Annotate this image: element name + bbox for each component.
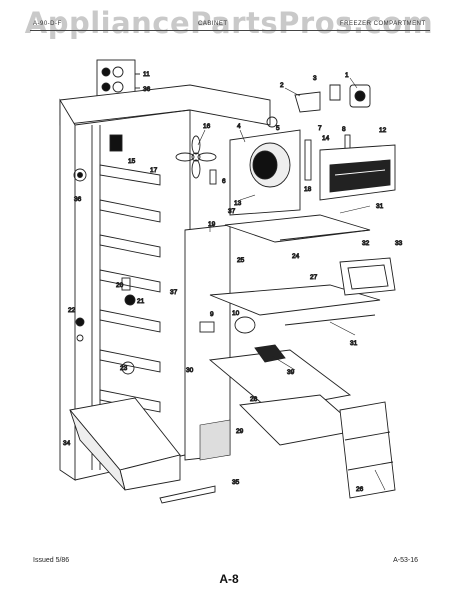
callout-26: 26 — [356, 486, 364, 493]
callout-29: 29 — [236, 428, 244, 435]
callout-25: 25 — [237, 257, 245, 264]
issued-date: Issued 5/86 — [33, 557, 70, 564]
callout-2: 2 — [280, 82, 284, 89]
callout-35: 35 — [232, 479, 240, 486]
inset-parts-box — [96, 59, 140, 99]
header-rule — [30, 30, 430, 31]
callout-24: 24 — [292, 253, 300, 260]
callout-8: 8 — [342, 126, 346, 133]
callout-37-side: 37 — [170, 289, 178, 296]
header-model: A-90-D-F — [33, 21, 62, 27]
callout-32: 32 — [362, 240, 370, 247]
light-bulb — [199, 316, 256, 334]
callout-3: 3 — [313, 75, 317, 82]
callout-36-side: 36 — [74, 196, 82, 203]
callout-16: 16 — [203, 123, 211, 130]
callout-34: 34 — [63, 440, 71, 447]
document-code: A-53-16 — [393, 557, 418, 564]
wire-rack — [339, 401, 396, 499]
callout-5: 5 — [276, 125, 280, 132]
callout-36: 36 — [143, 86, 151, 93]
callout-19: 19 — [208, 221, 216, 228]
freezer-basket — [69, 397, 181, 491]
ice-tray — [254, 344, 286, 363]
callout-17: 17 — [150, 167, 158, 174]
leader-lines — [135, 73, 386, 491]
header-section: CABINET — [198, 21, 228, 27]
callout-27: 27 — [310, 274, 318, 281]
callout-21: 21 — [137, 298, 145, 305]
callout-18: 18 — [304, 186, 312, 193]
watermark-logo: AppliancePartsPros.com — [24, 6, 434, 40]
shelves — [208, 214, 381, 446]
callout-20: 20 — [116, 282, 124, 289]
control-housing — [319, 144, 396, 201]
callout-23: 23 — [120, 365, 128, 372]
callout-10: 10 — [232, 310, 240, 317]
callout-7: 7 — [318, 125, 322, 132]
fan-motor-assembly — [209, 129, 301, 216]
cabinet-liner — [59, 84, 271, 481]
callout-14: 14 — [322, 135, 330, 142]
callout-15: 15 — [128, 158, 136, 165]
side-parts — [73, 134, 136, 375]
rear-panel — [184, 224, 231, 461]
callout-1: 1 — [345, 72, 349, 79]
callout-6: 6 — [222, 178, 226, 185]
callout-12: 12 — [379, 127, 387, 134]
callout-31-top: 31 — [376, 203, 384, 210]
callout-9: 9 — [210, 311, 214, 318]
callout-13: 13 — [234, 200, 242, 207]
drip-tray — [339, 257, 396, 296]
callout-31-bottom: 31 — [350, 340, 358, 347]
rail — [159, 485, 216, 504]
callout-11: 11 — [143, 71, 150, 78]
callout-33: 33 — [395, 240, 403, 247]
callout-37-top: 37 — [228, 208, 236, 215]
callout-22: 22 — [68, 307, 76, 314]
callout-4: 4 — [237, 123, 241, 130]
callout-28: 28 — [250, 396, 258, 403]
header-title: FREEZER COMPARTMENT — [340, 21, 426, 27]
page-number: A-8 — [219, 572, 239, 586]
fan-blade — [175, 135, 217, 179]
callout-39: 39 — [287, 369, 295, 376]
callout-30: 30 — [186, 367, 194, 374]
